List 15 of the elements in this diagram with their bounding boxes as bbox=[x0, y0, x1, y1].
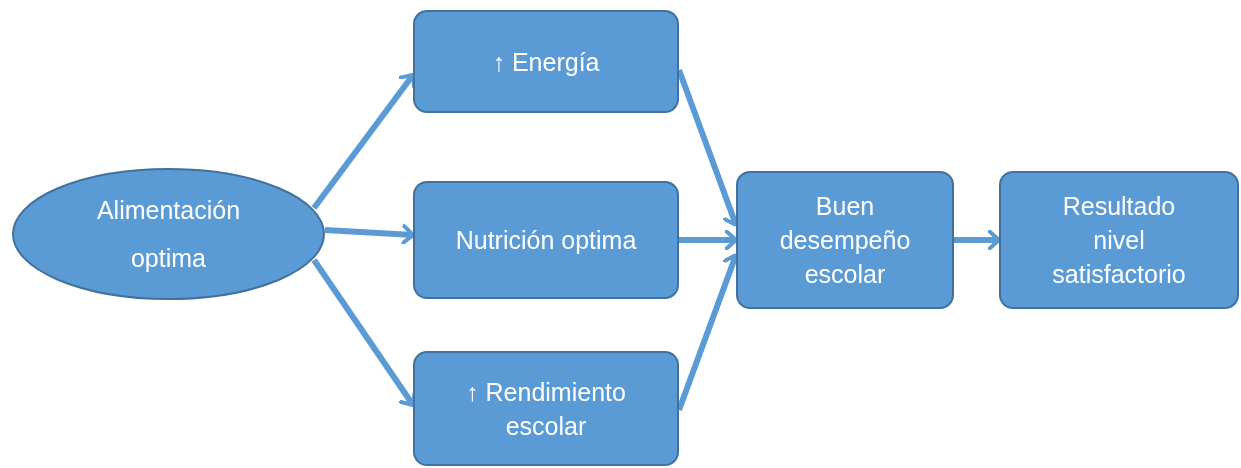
node-label: Buen desempeño escolar bbox=[778, 191, 912, 290]
arrow bbox=[679, 229, 738, 251]
process-box bbox=[736, 171, 954, 309]
arrow bbox=[324, 223, 415, 246]
node-label: ↑ Energía bbox=[491, 46, 601, 78]
node-label: Alimentación optima bbox=[95, 195, 242, 274]
process-box bbox=[413, 10, 679, 113]
process-box bbox=[413, 351, 679, 466]
process-box bbox=[999, 171, 1239, 309]
node-label: Nutrición optima bbox=[454, 225, 638, 256]
node-label: Resultado nivel satisfactorio bbox=[1051, 191, 1187, 290]
node-label: ↑ Rendimiento escolar bbox=[465, 376, 627, 442]
process-box bbox=[413, 181, 679, 299]
arrow bbox=[954, 229, 1001, 251]
ellipse-node bbox=[12, 168, 325, 300]
